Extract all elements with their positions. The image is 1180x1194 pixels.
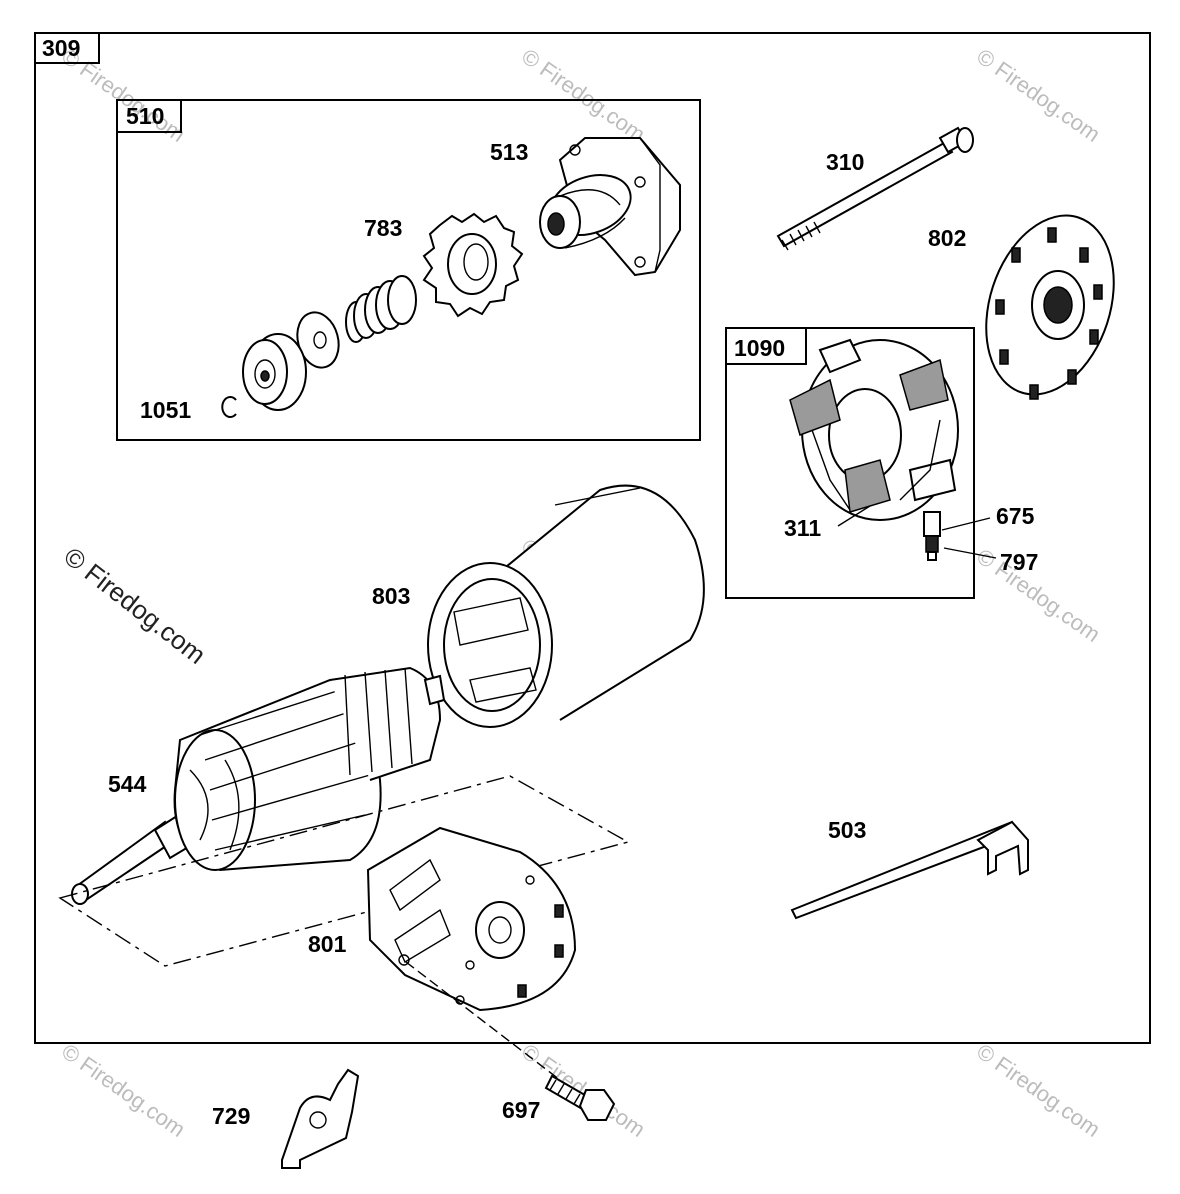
kit-outline — [58, 775, 630, 967]
label-697: 697 — [502, 1097, 540, 1123]
label-801: 801 — [308, 931, 347, 957]
main-frame — [34, 32, 1151, 1044]
label-309: 309 — [42, 35, 80, 61]
label-513: 513 — [490, 139, 528, 165]
label-729: 729 — [212, 1103, 250, 1129]
label-1090: 1090 — [734, 335, 785, 361]
label-510: 510 — [126, 103, 164, 129]
part-stop-collar — [242, 333, 307, 411]
brush-frame — [725, 327, 975, 599]
label-310: 310 — [826, 149, 864, 175]
part-503-bracket — [790, 820, 1029, 920]
label-675: 675 — [996, 503, 1035, 529]
part-801-brush-plate — [366, 826, 577, 1012]
watermark-text: © Firedog.com — [972, 44, 1105, 147]
watermark-text: © Firedog.com — [972, 1039, 1105, 1142]
part-brush-holder — [789, 338, 959, 561]
label-802: 802 — [928, 225, 966, 251]
watermark-text: © Firedog.com — [972, 544, 1105, 647]
label-1051: 1051 — [140, 397, 191, 423]
leader-697 — [405, 961, 561, 1081]
label-311: 311 — [784, 515, 821, 541]
watermark-text: © Firedog.com — [517, 44, 650, 147]
watermark-dark-text: © Firedog.com — [58, 541, 211, 670]
part-803-field-housing — [427, 484, 705, 728]
part-802-end-cap — [985, 214, 1115, 400]
part-729-clip — [281, 1068, 360, 1169]
label-803: 803 — [372, 583, 410, 609]
drive-frame — [116, 99, 701, 441]
part-513-drive-housing — [539, 137, 681, 277]
part-544-armature — [71, 666, 446, 905]
part-783-pinion-gear — [422, 212, 524, 318]
part-spring — [345, 275, 417, 343]
main-frame-tag — [34, 32, 100, 64]
part-697-screw — [544, 1074, 616, 1121]
brush-frame-tag — [725, 327, 807, 365]
label-797: 797 — [1000, 549, 1038, 575]
watermark-text: © Firedog.com — [57, 1039, 190, 1142]
part-1051-retaining-ring — [221, 396, 237, 418]
label-503: 503 — [828, 817, 866, 843]
watermark-text: © Firedog.com — [517, 1039, 650, 1142]
leader-797 — [943, 547, 997, 559]
leader-675 — [941, 517, 991, 531]
part-310-through-bolt — [776, 126, 974, 251]
leader-311 — [837, 505, 871, 527]
drive-frame-tag — [116, 99, 182, 133]
label-783: 783 — [364, 215, 402, 241]
label-544: 544 — [108, 771, 147, 797]
